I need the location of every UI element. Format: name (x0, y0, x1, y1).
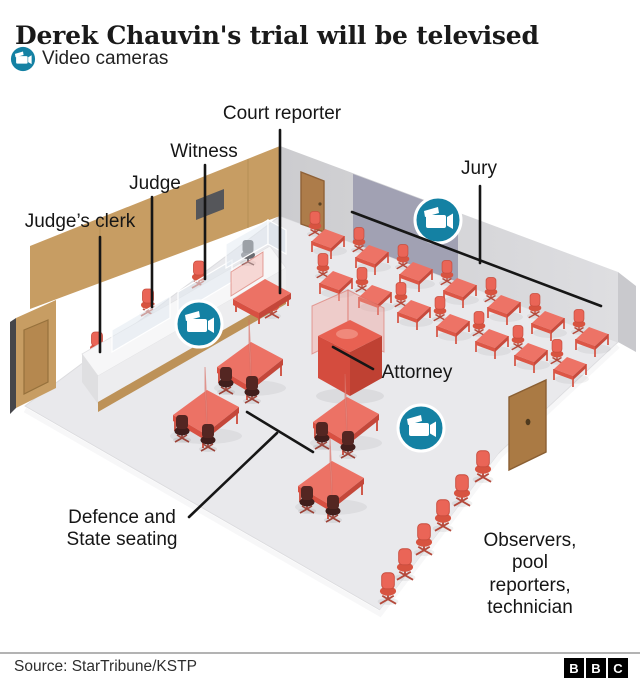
legend: Video cameras (10, 46, 168, 72)
video-camera-marker (398, 405, 444, 451)
label-jury: Jury (461, 158, 497, 179)
source-credit: Source: StarTribune/KSTP (14, 658, 197, 675)
label-defence-state-seating: Defence and State seating (66, 507, 178, 551)
entrance-door (508, 378, 547, 472)
right-wall (279, 146, 636, 352)
page-title: Derek Chauvin's trial will be televised (15, 20, 539, 50)
bbc-logo: B B C (564, 658, 628, 678)
video-camera-marker (176, 301, 222, 347)
video-camera-icon (10, 46, 36, 72)
bbc-logo-block: B (586, 658, 606, 678)
side-door (23, 319, 49, 395)
leader-lines (98, 128, 603, 519)
label-court-reporter: Court reporter (222, 103, 342, 124)
video-camera-marker (415, 197, 461, 243)
legend-label: Video cameras (42, 48, 169, 69)
label-witness: Witness (170, 141, 238, 162)
footer-divider (0, 652, 640, 654)
court-reporter-desk (230, 251, 291, 324)
label-judge: Judge (129, 173, 181, 194)
wall-purple-panel (353, 174, 458, 282)
bbc-logo-block: B (564, 658, 584, 678)
label-judges-clerk: Judge’s clerk (24, 211, 136, 232)
bbc-logo-block: C (608, 658, 628, 678)
left-end-closet (10, 300, 56, 414)
label-observers: Observers, pool reporters, technician (483, 530, 577, 619)
label-attorney: Attorney (381, 362, 453, 383)
wall-board (196, 189, 224, 220)
